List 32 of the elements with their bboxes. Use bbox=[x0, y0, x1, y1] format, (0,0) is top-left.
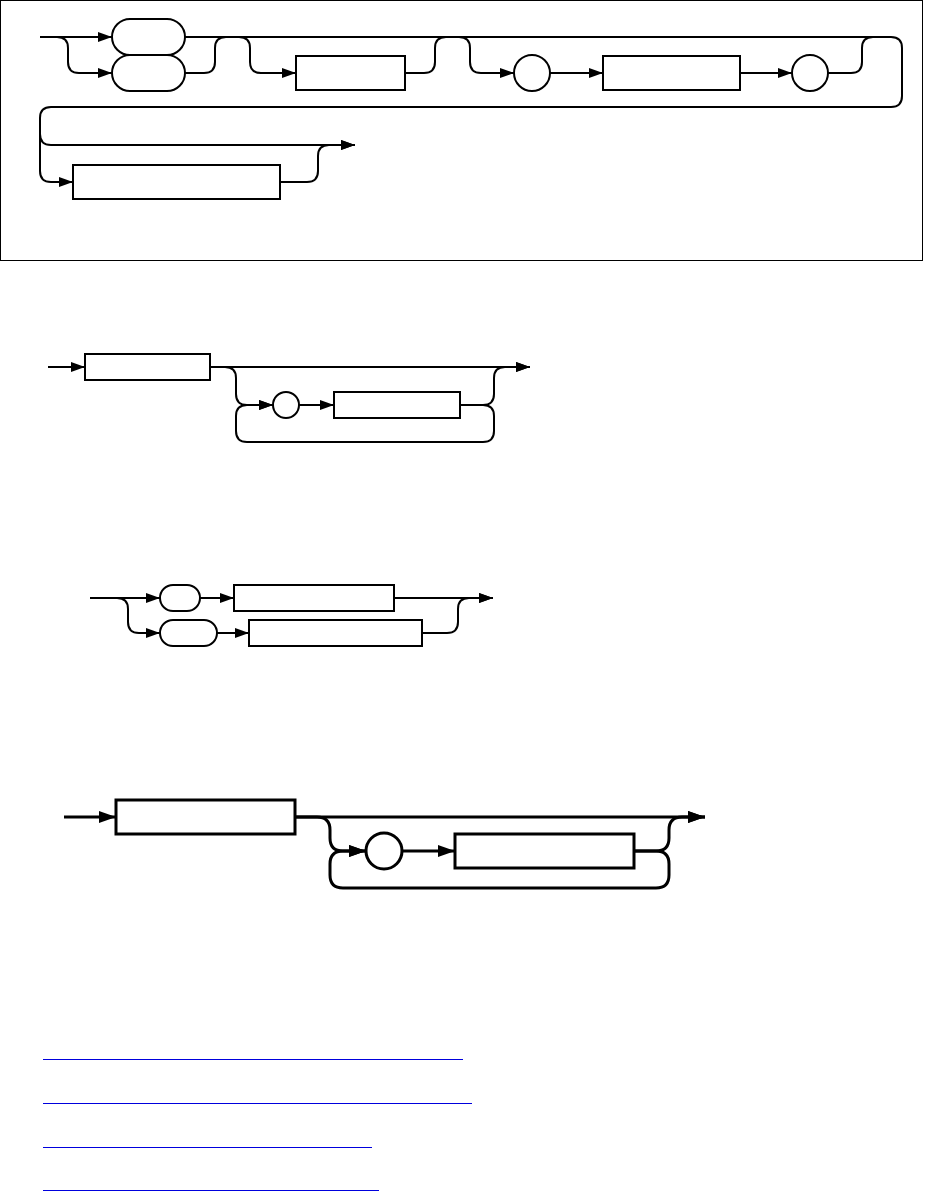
terminal-pill bbox=[159, 584, 201, 612]
terminal-circle bbox=[272, 391, 300, 419]
terminal-pill bbox=[159, 619, 218, 647]
arrow bbox=[328, 845, 671, 890]
nonterminal-box bbox=[233, 584, 395, 612]
arrow bbox=[634, 811, 705, 853]
arrow bbox=[235, 400, 495, 443]
terminal-circle bbox=[513, 54, 551, 92]
nonterminal-box bbox=[72, 164, 281, 200]
terminal-pill bbox=[111, 18, 186, 56]
nonterminal-box bbox=[333, 391, 461, 419]
connector-line bbox=[827, 36, 881, 74]
nonterminal-box bbox=[248, 619, 423, 647]
connector-line bbox=[404, 36, 457, 74]
nonterminal-box bbox=[602, 55, 741, 91]
arrow bbox=[279, 140, 356, 183]
arrow bbox=[89, 597, 161, 638]
arrow bbox=[402, 845, 455, 857]
arrow bbox=[47, 362, 86, 372]
arrow bbox=[421, 593, 494, 634]
nonterminal-box bbox=[453, 832, 636, 870]
arrow bbox=[64, 811, 116, 823]
arrow bbox=[459, 362, 531, 406]
terminal-circle bbox=[364, 831, 404, 871]
connector-line bbox=[184, 36, 239, 74]
terminal-circle bbox=[791, 54, 829, 92]
nonterminal-box bbox=[84, 353, 211, 381]
nonterminal-box bbox=[114, 798, 297, 836]
connector-line bbox=[39, 36, 903, 129]
terminal-pill bbox=[111, 54, 186, 92]
nonterminal-box bbox=[295, 55, 406, 91]
arrow bbox=[39, 36, 113, 78]
